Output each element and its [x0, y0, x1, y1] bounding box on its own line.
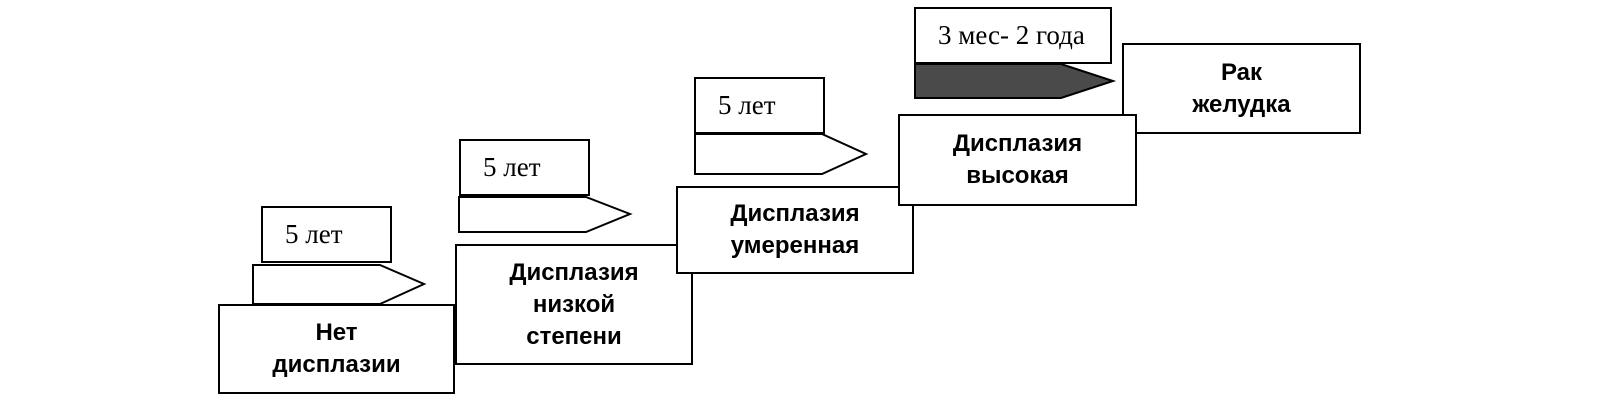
stage-cancer-line-1: Рак: [1220, 58, 1263, 86]
stage-no-dysplasia-line-2: дисплазии: [272, 351, 401, 378]
duration-label-1: 5 лет: [261, 206, 392, 263]
stage-low-grade-dysplasia: Дисплазия низкой степени: [455, 244, 693, 365]
arrow-1-shape: [252, 264, 427, 305]
arrow-4-shape: [914, 63, 1117, 99]
duration-label-2-text: 5 лет: [483, 152, 541, 182]
stage-stomach-cancer: Рак желудка: [1122, 43, 1361, 134]
stage-moderate-dysplasia: Дисплазия умеренная: [676, 186, 914, 274]
duration-label-4: 3 мес- 2 года: [914, 7, 1112, 64]
arrow-right-icon: [914, 63, 1117, 99]
stage-low-grade-line-2: низкой: [532, 290, 616, 318]
stage-high-grade-dysplasia: Дисплазия высокая: [898, 114, 1137, 206]
stage-high-grade-line-1: Дисплазия: [952, 130, 1083, 157]
stage-no-dysplasia-line-1: Нет: [315, 319, 358, 346]
stage-low-grade-line-3: степени: [526, 322, 622, 350]
stage-moderate-line-1: Дисплазия: [730, 200, 860, 227]
stage-cancer-line-2: желудка: [1192, 90, 1291, 118]
arrow-right-icon: [458, 196, 633, 233]
arrow-3-shape: [694, 133, 869, 175]
arrow-right-icon: [252, 264, 427, 305]
arrow-2-shape: [458, 196, 633, 233]
duration-label-3-text: 5 лет: [718, 90, 776, 120]
stage-no-dysplasia: Нет дисплазии: [218, 304, 455, 394]
duration-label-3: 5 лет: [694, 77, 825, 134]
stage-low-grade-line-1: Дисплазия: [509, 258, 639, 286]
duration-label-1-text: 5 лет: [285, 219, 343, 249]
stage-high-grade-line-2: высокая: [966, 162, 1069, 189]
duration-label-4-text: 3 мес- 2 года: [938, 20, 1085, 50]
duration-label-2: 5 лет: [459, 139, 590, 196]
arrow-right-icon: [694, 133, 869, 175]
stage-moderate-line-2: умеренная: [730, 232, 860, 259]
